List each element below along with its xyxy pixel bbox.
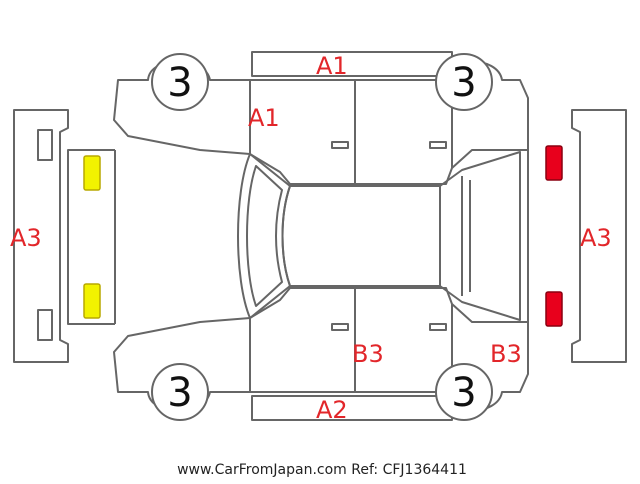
wheel-top-left-rating: 3	[167, 60, 192, 106]
label-left-bumper: A3	[10, 224, 42, 252]
headlight-top	[83, 155, 101, 191]
front-end-outline	[67, 149, 115, 325]
top-rear-door-handle	[429, 141, 447, 149]
bottom-front-door-handle	[331, 323, 349, 331]
top-front-door-handle	[331, 141, 349, 149]
label-rear-door: B3	[352, 340, 384, 368]
left-bumper-top-slot	[37, 129, 53, 161]
label-rear-quarter: B3	[490, 340, 522, 368]
taillight-bottom	[545, 291, 563, 327]
top-roof-rail-panel	[251, 51, 453, 77]
label-front-left-door: A1	[248, 104, 280, 132]
windshield-inner	[246, 165, 283, 307]
bottom-rear-door-handle	[429, 323, 447, 331]
wheel-bottom-left: 3	[151, 363, 209, 421]
wheel-bottom-left-rating: 3	[167, 370, 192, 416]
bottom-roof-rail-panel	[251, 395, 453, 421]
label-right-bumper: A3	[580, 224, 612, 252]
roof	[281, 185, 441, 287]
wheel-bottom-right: 3	[435, 363, 493, 421]
wheel-top-right: 3	[435, 53, 493, 111]
wheel-bottom-right-rating: 3	[451, 370, 476, 416]
label-top-panel: A1	[316, 52, 348, 80]
rear-window	[439, 151, 521, 321]
taillight-top	[545, 145, 563, 181]
label-bottom-panel: A2	[316, 396, 348, 424]
headlight-bottom	[83, 283, 101, 319]
wheel-top-right-rating: 3	[451, 60, 476, 106]
left-bumper-bottom-slot	[37, 309, 53, 341]
wheel-top-left: 3	[151, 53, 209, 111]
left-bumper	[13, 109, 69, 363]
right-bumper	[571, 109, 627, 363]
footer-reference: www.CarFromJapan.com Ref: CFJ1364411	[177, 462, 467, 478]
